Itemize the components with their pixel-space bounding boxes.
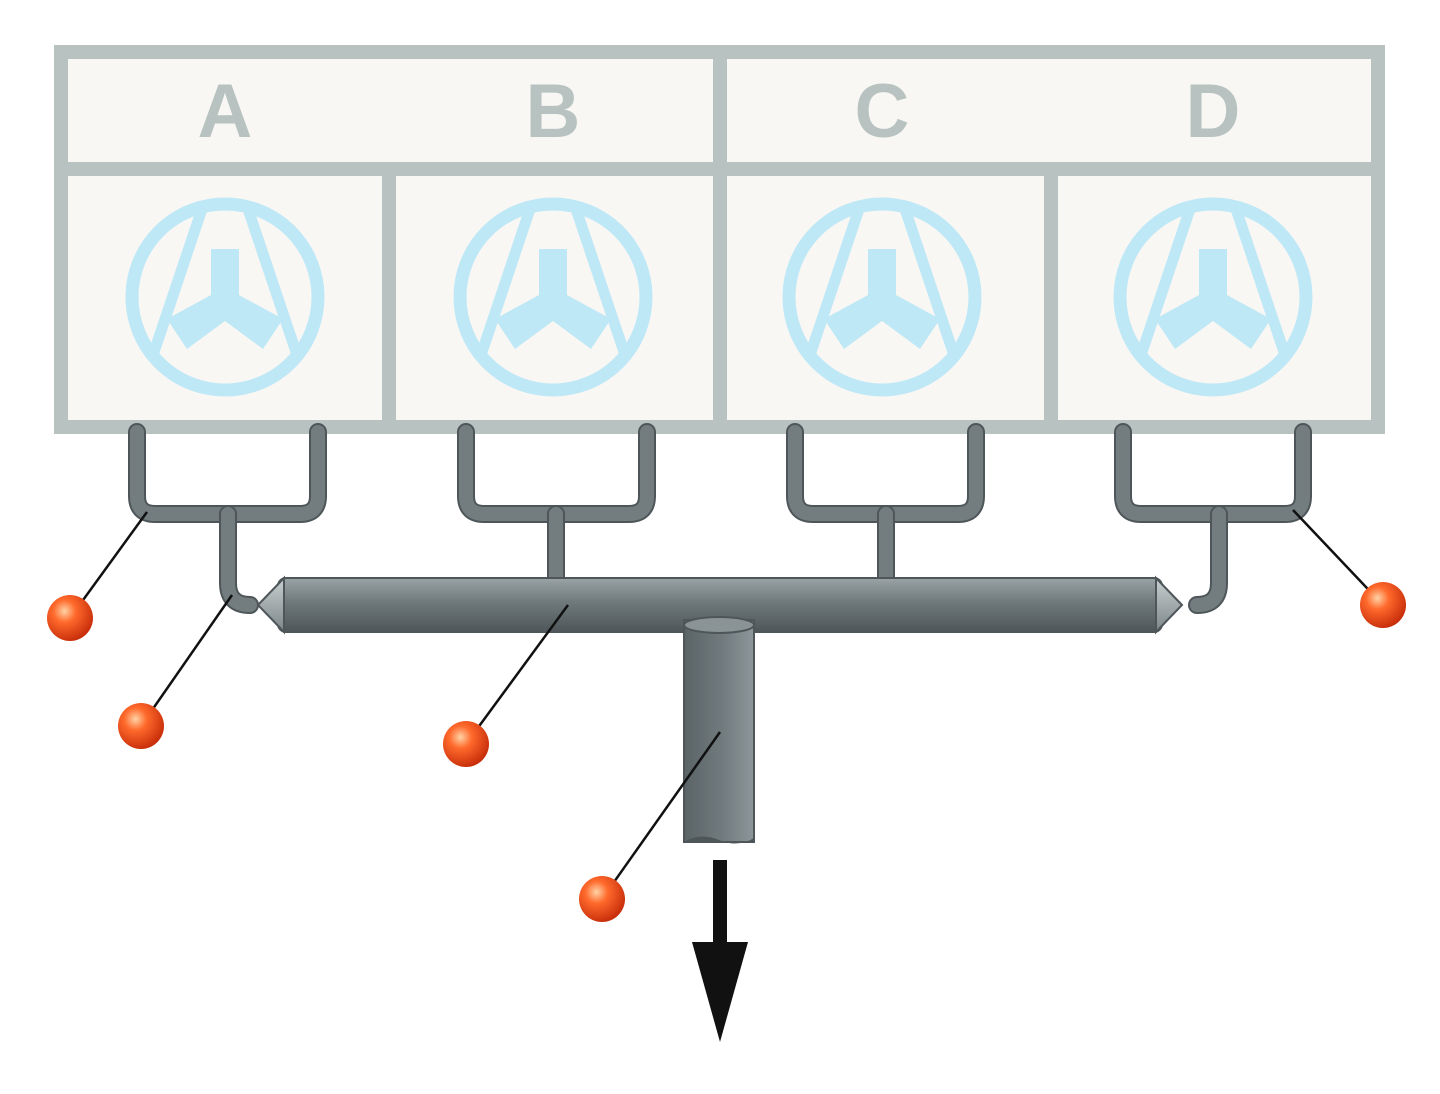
callout-line bbox=[139, 594, 234, 727]
antibody-y-in-circle-icon bbox=[1113, 197, 1313, 397]
callout-3 bbox=[443, 604, 570, 767]
column-label-a: A bbox=[198, 69, 253, 154]
symbol-ring bbox=[1113, 197, 1313, 397]
column-label-d: D bbox=[1186, 69, 1241, 154]
callouts bbox=[47, 509, 1406, 922]
column-label-b: B bbox=[526, 69, 581, 154]
symbol-ring bbox=[125, 197, 325, 397]
antibody-y-in-circle-icon bbox=[782, 197, 982, 397]
symbol-chord-right bbox=[569, 204, 631, 357]
callout-2 bbox=[118, 594, 234, 749]
outlet-pipe bbox=[683, 619, 755, 843]
callout-dot-icon bbox=[443, 721, 489, 767]
callout-dot-icon bbox=[118, 703, 164, 749]
header-cap-left bbox=[256, 575, 285, 635]
symbol-antibody-y bbox=[495, 249, 611, 349]
callout-line bbox=[600, 731, 722, 900]
outlet-pipe-cut-end bbox=[684, 836, 754, 844]
module-symbols bbox=[125, 197, 1313, 397]
callout-5 bbox=[1292, 509, 1406, 628]
header-cap-right bbox=[1155, 575, 1184, 635]
callout-line bbox=[464, 604, 570, 745]
symbol-chord-left bbox=[475, 204, 537, 357]
antibody-y-in-circle-icon bbox=[125, 197, 325, 397]
stem-pipe-d bbox=[1190, 507, 1226, 612]
symbol-antibody-y bbox=[824, 249, 940, 349]
symbol-antibody-y bbox=[1155, 249, 1271, 349]
column-label-c: C bbox=[855, 69, 910, 154]
symbol-ring bbox=[782, 197, 982, 397]
symbol-chord-right bbox=[241, 204, 303, 357]
column-outlet-pipe-d bbox=[1116, 425, 1310, 521]
symbol-chord-left bbox=[1135, 204, 1197, 357]
column-outlet-pipe-d-outline bbox=[1114, 423, 1312, 523]
column-outlet-pipe-c-outline bbox=[786, 423, 985, 523]
symbol-chord-left bbox=[147, 204, 209, 357]
antibody-y-in-circle-icon bbox=[453, 197, 653, 397]
column-outlet-pipe-a bbox=[130, 425, 325, 521]
column-outlet-pipe-b bbox=[459, 425, 654, 521]
column-outlet-pipe-a-outline bbox=[128, 423, 327, 523]
column-outlet-pipe-b-outline bbox=[457, 423, 656, 523]
manifold-piping bbox=[128, 423, 1312, 844]
arrow-down-icon bbox=[692, 860, 748, 1042]
callout-4 bbox=[579, 731, 722, 922]
callout-dot-icon bbox=[1360, 582, 1406, 628]
symbol-chord-right bbox=[898, 204, 960, 357]
symbol-antibody-y bbox=[167, 249, 283, 349]
stem-pipe-a bbox=[221, 507, 257, 612]
symbol-ring bbox=[453, 197, 653, 397]
callout-1 bbox=[47, 511, 149, 641]
column-outlet-pipe-c bbox=[788, 425, 983, 521]
column-labels: A B C D bbox=[198, 69, 1241, 154]
symbol-chord-left bbox=[804, 204, 866, 357]
callout-dot-icon bbox=[579, 876, 625, 922]
outlet-pipe-top bbox=[683, 616, 755, 634]
callout-dot-icon bbox=[47, 595, 93, 641]
symbol-chord-right bbox=[1229, 204, 1291, 357]
flow-arrow-head bbox=[692, 942, 748, 1042]
